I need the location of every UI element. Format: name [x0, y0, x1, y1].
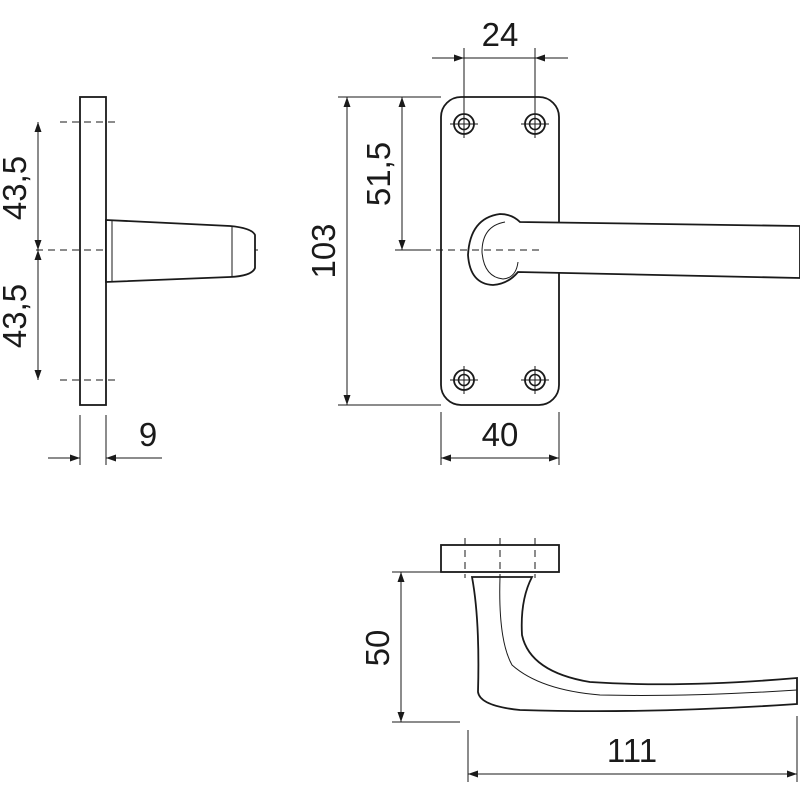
side-view: 43,5 43,5 9 — [0, 96, 258, 465]
dim-side-thickness: 9 — [139, 416, 157, 453]
dim-side-upper: 43,5 — [0, 156, 33, 220]
dim-lever-projection: 50 — [359, 630, 396, 667]
dim-handle-height: 51,5 — [360, 142, 397, 206]
dim-plate-width: 40 — [482, 416, 519, 453]
dim-total-height: 103 — [305, 223, 342, 278]
side-lever-profile — [105, 219, 256, 283]
side-rosette-plate — [79, 96, 107, 406]
dim-lever-length: 111 — [607, 732, 657, 769]
top-view: 50 111 — [359, 538, 798, 782]
front-view: 24 103 51,5 40 — [305, 16, 800, 465]
top-lever-profile — [470, 576, 798, 713]
front-lever — [467, 213, 800, 286]
front-lever-rose — [481, 221, 519, 280]
top-lever-inner — [499, 576, 798, 696]
dim-side-lower: 43,5 — [0, 284, 33, 348]
dim-hole-spacing: 24 — [482, 16, 519, 53]
